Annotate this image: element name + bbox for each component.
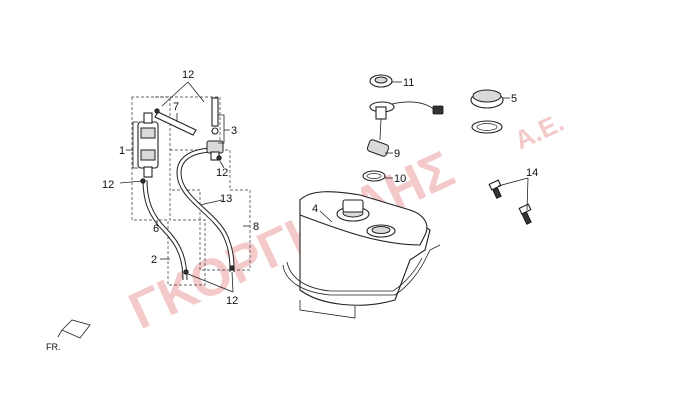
callout-labels: 12 7 3 1 12 12 13 8 6 2 12 4 11 5 9 10 1… [46,69,538,352]
callout-12-left: 12 [102,179,114,191]
fuel-tank [282,191,441,319]
clamp [229,265,235,271]
callout-1: 1 [119,145,125,157]
fuel-tap [206,97,224,161]
fuel-line-assembly [131,96,251,286]
watermark-suffix: Α.Ε. [510,107,569,156]
float [366,139,390,157]
callout-14: 14 [526,167,538,179]
fuel-filter [137,112,159,178]
clamp [216,155,222,161]
fuel-sender-group [362,74,444,182]
callout-10: 10 [394,173,406,185]
callout-12-bottom: 12 [226,295,238,307]
callout-13: 13 [220,193,232,205]
short-hose [154,111,197,136]
callout-5: 5 [511,93,517,105]
callout-11: 11 [403,77,414,89]
fuel-cap-group [470,89,504,134]
callout-9: 9 [394,148,400,160]
clamp [183,269,189,275]
callout-7: 7 [173,101,179,113]
callout-12-mid: 12 [216,167,228,179]
callout-2: 2 [151,254,157,266]
callout-12-top: 12 [182,69,194,81]
callout-3: 3 [231,125,237,137]
clamp [154,108,160,114]
callout-8: 8 [253,221,259,233]
leader-lines [57,81,529,339]
connector [432,105,444,115]
direction-label: FR. [46,342,61,352]
callout-4: 4 [312,203,318,215]
callout-6: 6 [153,223,159,235]
mounting-bolts [488,179,532,225]
